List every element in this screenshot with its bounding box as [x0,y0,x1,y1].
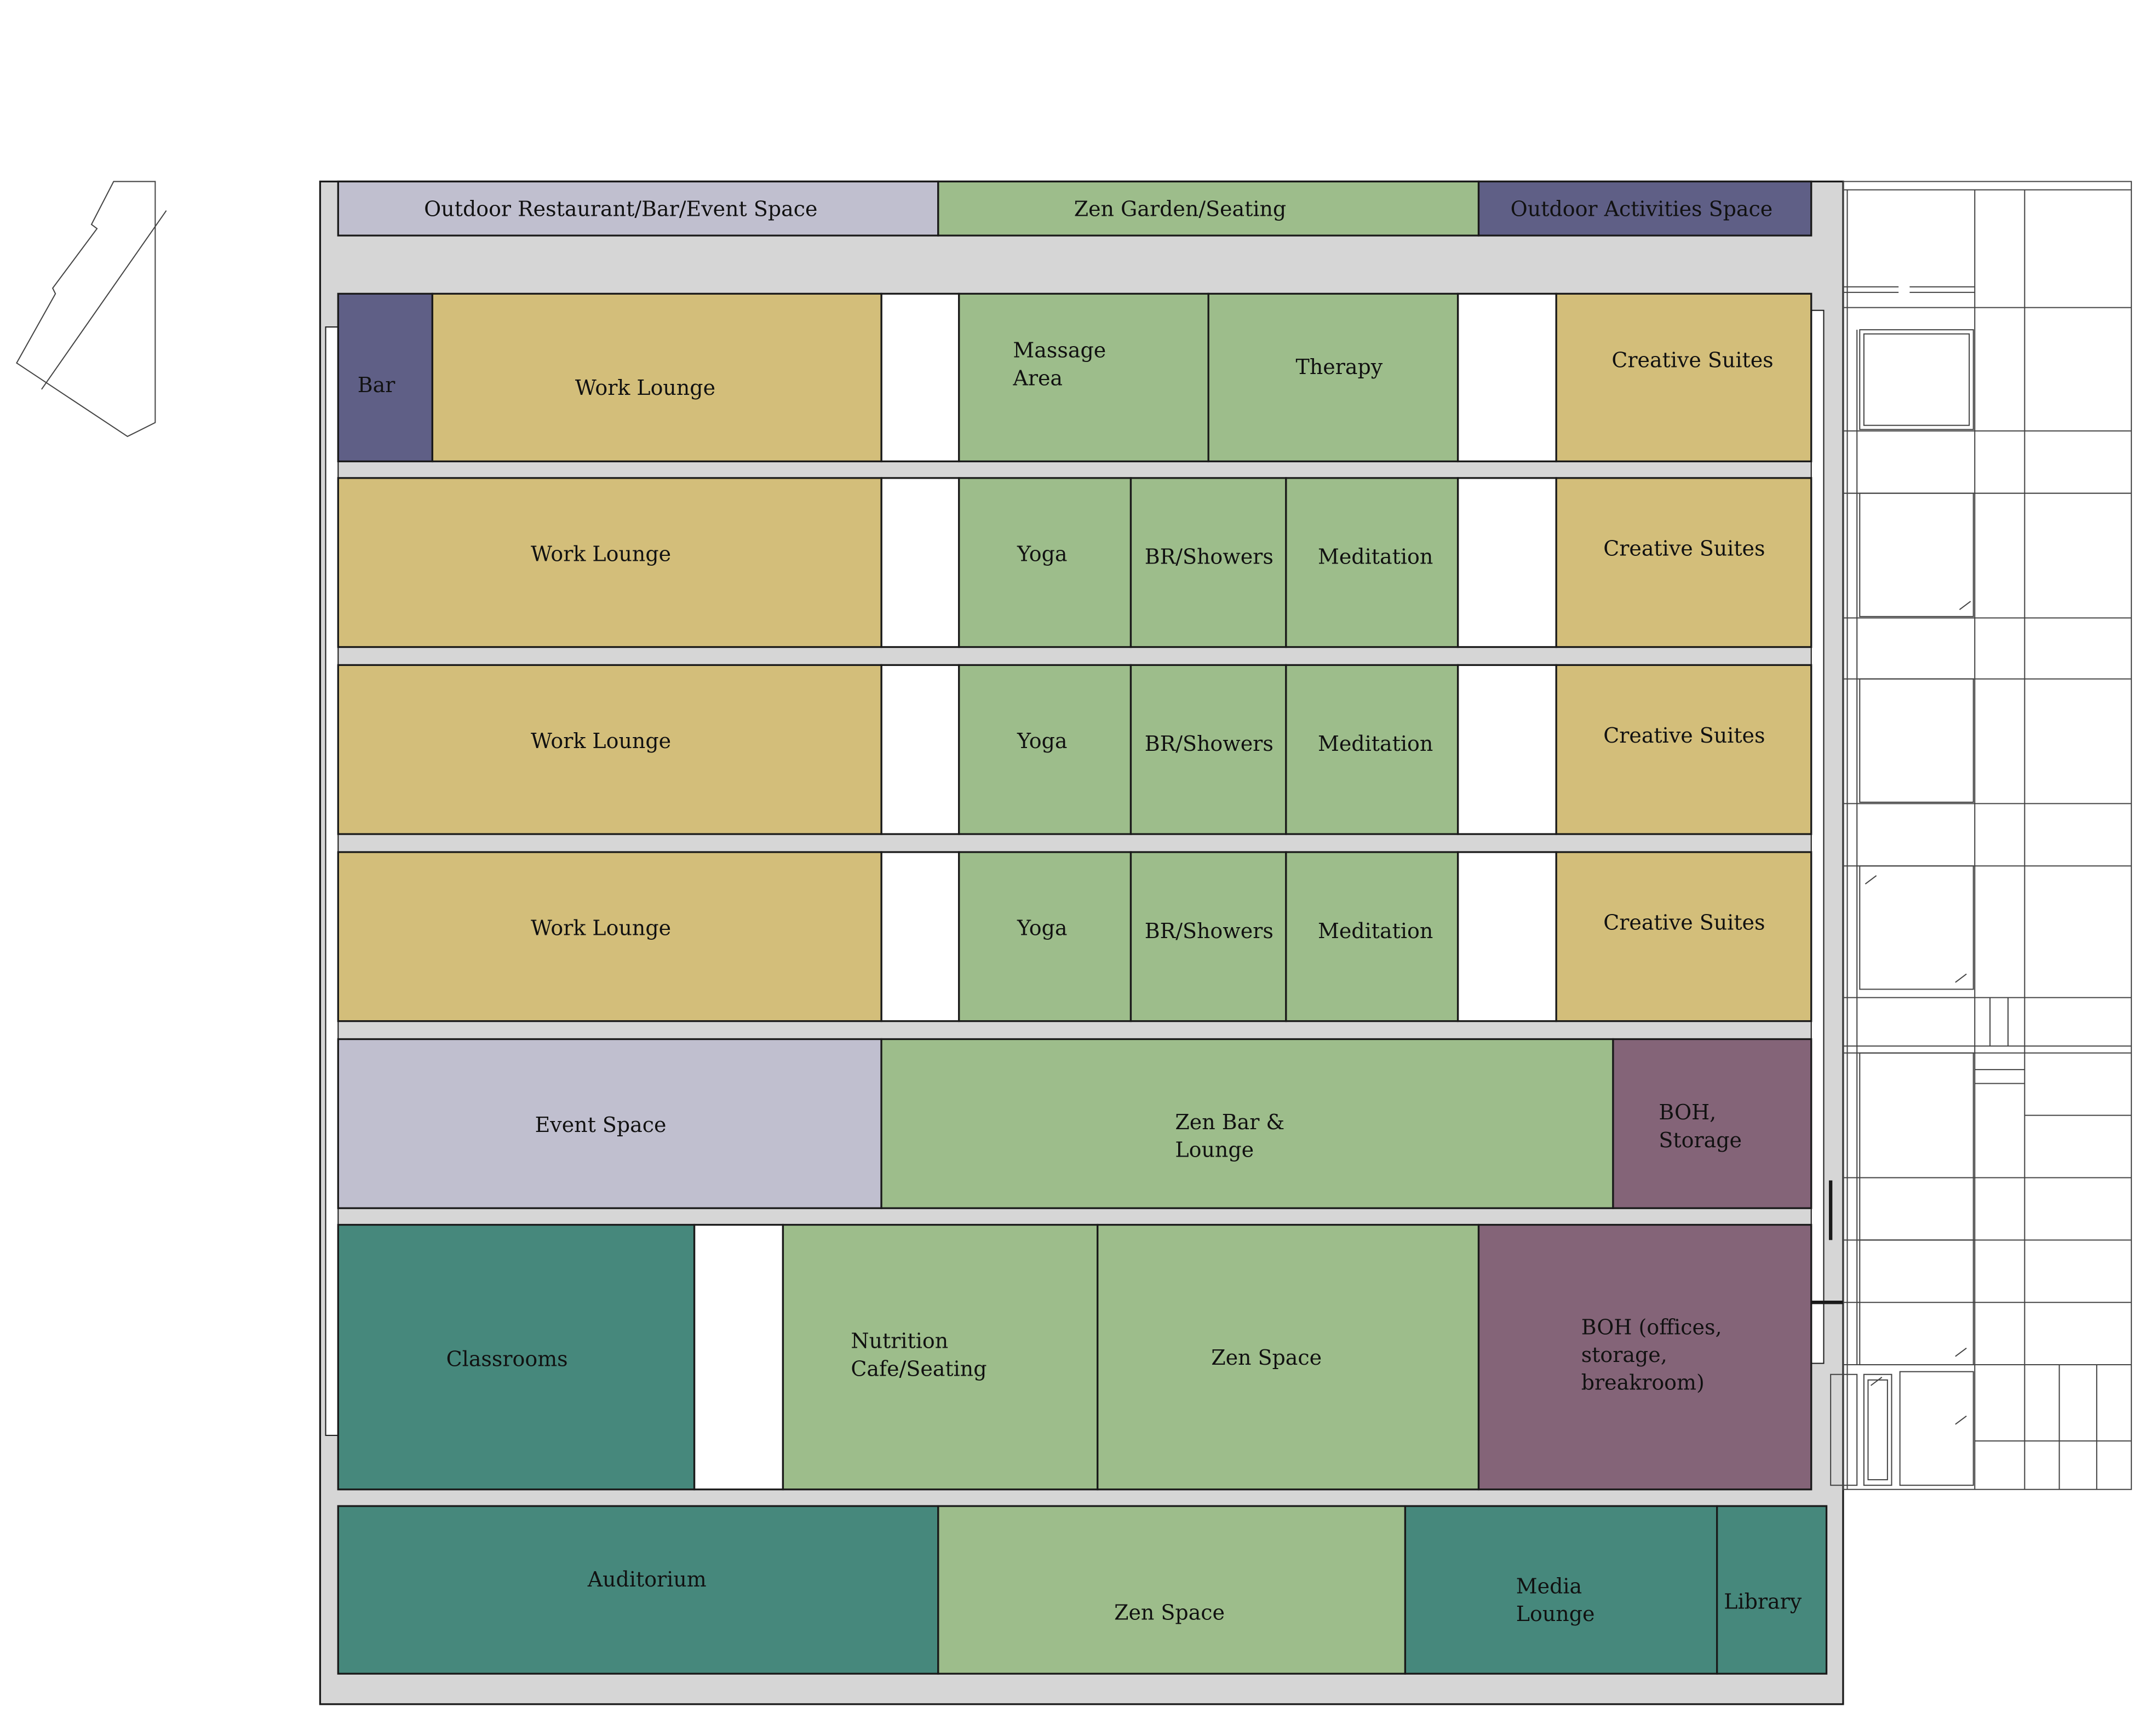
level4-br-showers-label: BR/Showers [1145,732,1274,756]
level6-void-2 [1456,292,1557,463]
level2-event-space-room [337,1038,882,1209]
level4-creative-suites-room [1555,664,1812,835]
level2-boh-storage-room [1612,1038,1812,1209]
basement-auditorium-label: Auditorium [587,1567,707,1591]
roof-outdoor-restaurant-label: Outdoor Restaurant/Bar/Event Space [424,197,817,221]
level3-void-2 [1456,851,1557,1022]
roof-outdoor-activities-room [1477,180,1812,237]
level6-bar-room [337,292,434,463]
level1-classrooms-label: Classrooms [446,1347,568,1371]
roof-zen-garden-label: Zen Garden/Seating [1074,197,1286,221]
level4-creative-suites-label: Creative Suites [1603,723,1765,748]
level5-work-lounge-label: Work Lounge [531,542,671,566]
level6-void-1 [880,292,960,463]
level3-creative-suites-label: Creative Suites [1603,911,1765,935]
basement-zen-space-label: Zen Space [1114,1601,1225,1625]
level1-zen-space-label: Zen Space [1211,1346,1322,1370]
level5-void-2 [1456,477,1557,648]
roof-outdoor-restaurant-room [337,180,939,237]
level6-work-lounge-label: Work Lounge [575,376,715,400]
level5-br-showers-room [1129,477,1287,648]
level2-event-space-label: Event Space [535,1113,667,1137]
level1-boh-offices-label: BOH (offices,storage,breakroom) [1581,1315,1722,1394]
level1-boh-offices-room [1477,1223,1812,1491]
level4-yoga-label: Yoga [1017,729,1068,753]
level3-yoga-label: Yoga [1017,916,1068,940]
roof-outdoor-activities-label: Outdoor Activities Space [1511,197,1773,221]
level3-work-lounge-label: Work Lounge [531,916,671,940]
level2-zen-bar-lounge-label: Zen Bar &Lounge [1175,1110,1284,1162]
basement-media-lounge-room [1404,1505,1718,1675]
basement-library-label: Library [1724,1589,1802,1613]
level3-meditation-room [1285,851,1459,1022]
level6-therapy-label: Therapy [1296,355,1383,379]
level3-yoga-room [958,851,1132,1022]
level4-br-showers-room [1129,664,1287,835]
basement-auditorium-room [337,1505,939,1675]
level3-br-showers-label: BR/Showers [1145,919,1274,943]
level1-void-1 [693,1223,784,1491]
level2-boh-storage-label: BOH,Storage [1659,1100,1742,1152]
level1-zen-space-room [1097,1223,1480,1491]
level3-br-showers-room [1129,851,1287,1022]
level5-creative-suites-label: Creative Suites [1603,537,1765,561]
right-wall [1810,309,1825,1364]
level6-creative-suites-label: Creative Suites [1611,348,1773,372]
level6-massage-area-room [958,292,1209,463]
level5-meditation-label: Meditation [1318,545,1433,569]
level5-br-showers-label: BR/Showers [1145,545,1274,569]
rooms-layer: Outdoor Restaurant/Bar/Event Space Zen Ga… [337,180,1828,1675]
level1-classrooms-room [337,1223,696,1491]
left-wall [325,326,339,1436]
level6-creative-suites-room [1555,292,1812,463]
level2-zen-bar-lounge-room [880,1038,1614,1209]
level5-work-lounge-room [337,477,882,648]
level6-bar-label: Bar [358,373,395,397]
basement-zen-space-room [937,1505,1407,1675]
level4-meditation-room [1285,664,1459,835]
level4-void-1 [880,664,960,835]
key-plan-icon [16,181,167,438]
level5-yoga-room [958,477,1132,648]
level4-work-lounge-label: Work Lounge [531,729,671,753]
level1-nutrition-cafe-room [782,1223,1099,1491]
level5-creative-suites-room [1555,477,1812,648]
level3-work-lounge-room [337,851,882,1022]
level5-meditation-room [1285,477,1459,648]
level3-void-1 [880,851,960,1022]
roof-zen-garden-room [937,180,1480,237]
level3-meditation-label: Meditation [1318,919,1433,943]
level4-meditation-label: Meditation [1318,732,1433,756]
facade-elevation [1811,181,2132,1490]
level4-work-lounge-room [337,664,882,835]
level6-work-lounge-room [431,292,882,463]
level4-yoga-room [958,664,1132,835]
level5-yoga-label: Yoga [1017,542,1068,566]
level3-creative-suites-room [1555,851,1812,1022]
level5-void-1 [880,477,960,648]
basement-library-room [1716,1505,1828,1675]
level6-therapy-room [1207,292,1459,463]
level4-void-2 [1456,664,1557,835]
